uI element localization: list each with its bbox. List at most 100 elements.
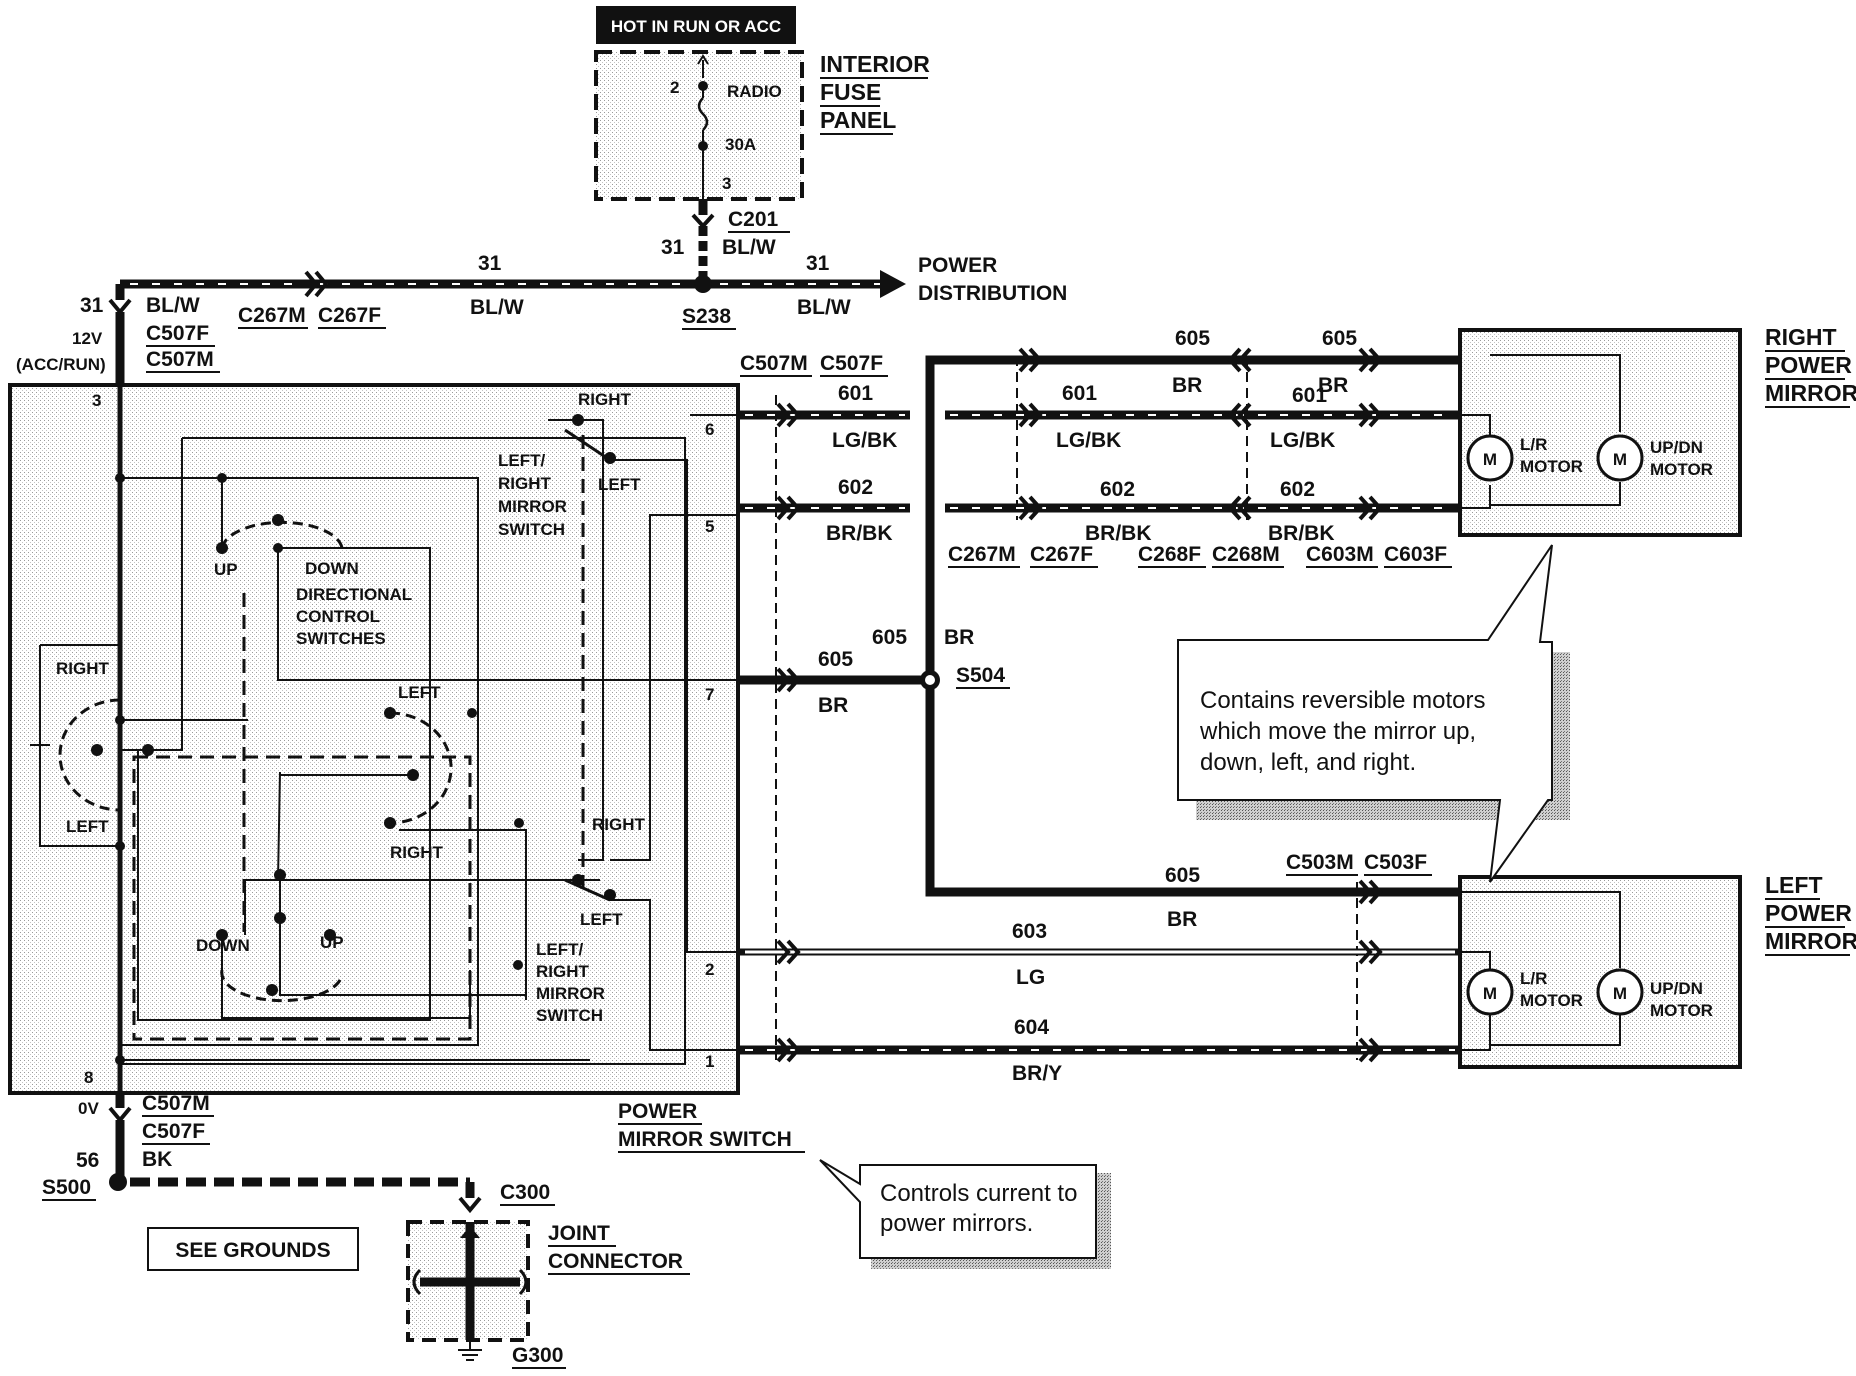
left-right-selector-right: RIGHT [56,659,110,678]
switch-title-1: POWER [618,1100,697,1123]
wire-602-label-c: 602 [1280,478,1315,501]
power-distribution-1: POWER [918,254,997,277]
ground-point-g300: G300 [512,1344,563,1367]
feed-circuit-switch: 31 [80,294,104,317]
harness-connector-c268m: C268M [1212,543,1280,566]
wire-605-label-b: 605 [1322,327,1357,350]
switch-note-callout: Controls current to power mirrors. [819,1159,1111,1269]
joint-connector-title-1: JOINT [548,1222,610,1245]
feed-color-switch: BL/W [146,294,200,317]
right-lr-motor-symbol: M [1483,450,1497,469]
wire-601-label-c: 601 [1292,384,1327,407]
mirror-note-callout: Contains reversible motors which move th… [1177,544,1570,883]
ground-connector-c507f: C507F [142,1120,205,1143]
see-grounds-button[interactable]: SEE GROUNDS [175,1239,330,1262]
fuse-panel-title-1: INTERIOR [820,51,930,77]
harness-connector-c267m: C267M [948,543,1016,566]
dir-down-top: DOWN [305,559,359,578]
lr-switch-top-left: LEFT [598,475,641,494]
switch-pin-8: 8 [84,1068,93,1087]
right-updn-motor-label-1: UP/DN [1650,438,1703,457]
feed-circuit-mid: 31 [478,252,502,275]
fuse-panel-title-2: FUSE [820,79,881,105]
lr-switch-top-label-3: MIRROR [498,497,567,516]
connector-c201: C201 [728,208,779,231]
wire-605-label-e: 605 [1165,864,1200,887]
wire-601-label-a: 601 [838,382,873,405]
right-lr-motor-label-1: L/R [1520,435,1547,454]
lr-switch-top-right: RIGHT [578,390,632,409]
wire-605-color-d: BR [818,694,848,717]
interior-fuse-panel: HOT IN RUN OR ACC 2 RADIO 30A 3 INTERIOR… [594,6,930,201]
right-mirror-title-3: MIRROR [1765,380,1856,406]
switch-pin-7: 7 [705,685,714,704]
connector-c267m-feed: C267M [238,304,306,327]
wire-602-color-b: BR/BK [1085,522,1152,545]
switch-pin-1: 1 [705,1052,714,1071]
dir-up-top: UP [214,560,238,579]
wire-601-color-a: LG/BK [832,429,897,452]
ground-wire-color: BK [142,1148,172,1171]
fuse-pin-in: 2 [670,78,679,97]
wire-603-color: LG [1016,966,1045,989]
wire-602-label-b: 602 [1100,478,1135,501]
left-mirror-title-2: POWER [1765,900,1852,926]
fuse-panel-banner: HOT IN RUN OR ACC [611,17,781,36]
dir-up-bottom: UP [320,933,344,952]
wire-604-color: BR/Y [1012,1062,1062,1085]
lr-switch-bottom-label-4: SWITCH [536,1006,603,1025]
dir-down-bottom: DOWN [196,936,250,955]
lr-switch-bottom-right: RIGHT [592,815,646,834]
wire-601-color-b: LG/BK [1056,429,1121,452]
mirror-note-line-3: down, left, and right. [1200,749,1416,776]
left-updn-motor-label-1: UP/DN [1650,979,1703,998]
lr-switch-bottom-left: LEFT [580,910,623,929]
mirror-harness: C507M C507F 605 605 BR BR 605 BR 605 BR … [738,327,1460,1085]
left-lr-motor-label-1: L/R [1520,969,1547,988]
ground-circuit: 0V C507M C507F BK 56 S500 C300 JOINT CON… [42,1092,690,1369]
right-updn-motor-label-2: MOTOR [1650,460,1713,479]
left-mirror-title-3: MIRROR [1765,928,1856,954]
wire-601-color-c: LG/BK [1270,429,1335,452]
wire-602-label-a: 602 [838,476,873,499]
right-power-mirror: M M L/R MOTOR UP/DN MOTOR RIGHT POWER MI… [1458,324,1856,537]
left-lr-motor-label-2: MOTOR [1520,991,1583,1010]
wire-601-label-b: 601 [1062,382,1097,405]
ground-circuit-number: 56 [76,1149,99,1172]
left-updn-motor-symbol: M [1613,984,1627,1003]
mirror-note-line-2: which move the mirror up, [1199,718,1476,745]
harness-connector-c507f: C507F [820,352,883,375]
left-updn-motor-label-2: MOTOR [1650,1001,1713,1020]
switch-note-line-1: Controls current to [880,1180,1077,1207]
wire-605-label-a: 605 [1175,327,1210,350]
dir-right-label: RIGHT [390,843,444,862]
switch-pin-5: 5 [705,517,714,536]
harness-connector-c603f: C603F [1384,543,1447,566]
splice-s238: S238 [682,305,731,328]
feed-voltage-mode: (ACC/RUN) [16,355,106,374]
wire-605-label-c: 605 [872,626,907,649]
wire-605-label-d: 605 [818,648,853,671]
harness-connector-c267f: C267F [1030,543,1093,566]
fuse-name: RADIO [727,82,782,101]
ground-connector-c300: C300 [500,1181,550,1204]
switch-title-2: MIRROR SWITCH [618,1128,792,1151]
harness-connector-c503m: C503M [1286,851,1354,874]
lr-switch-bottom-label-3: MIRROR [536,984,605,1003]
mirror-note-line-1: Contains reversible motors [1200,687,1485,714]
lr-switch-top-label-4: SWITCH [498,520,565,539]
wire-603-label: 603 [1012,920,1047,943]
wire-604-label: 604 [1014,1016,1049,1039]
lr-switch-bottom-label-2: RIGHT [536,962,590,981]
power-feed: 31 C201 BL/W 31 BL/W 31 BL/W S238 POWER … [16,199,1067,385]
wire-605-color-c: BR [944,626,974,649]
right-mirror-title-2: POWER [1765,352,1852,378]
left-right-selector-left: LEFT [66,817,109,836]
feed-circuit-vertical: 31 [661,236,685,259]
right-mirror-title-1: RIGHT [1765,324,1837,350]
harness-connector-c603m: C603M [1306,543,1374,566]
left-power-mirror: M M L/R MOTOR UP/DN MOTOR LEFT POWER MIR… [1458,872,1856,1069]
wire-605-color-b: BR [1318,374,1348,397]
harness-splice-s504: S504 [956,664,1005,687]
ground-connector-c507m: C507M [142,1092,210,1115]
